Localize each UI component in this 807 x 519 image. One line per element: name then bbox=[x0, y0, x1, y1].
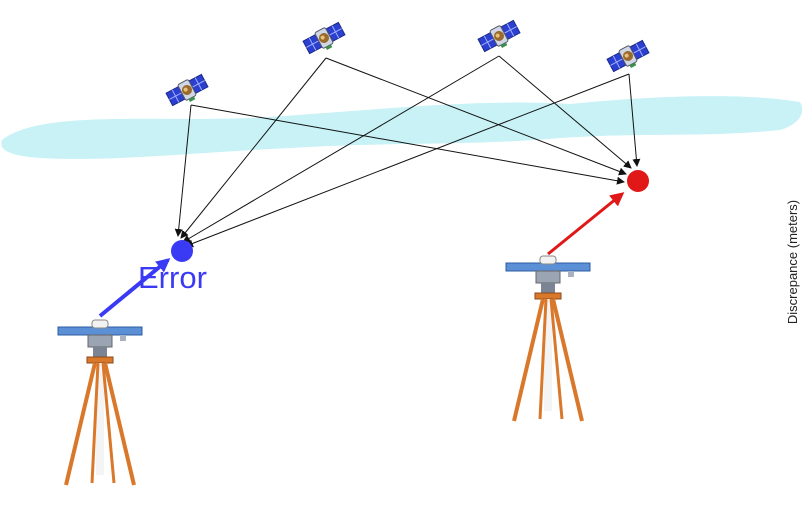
position-dot-icon bbox=[627, 170, 649, 192]
error-label: Error bbox=[138, 260, 207, 295]
ray-sat3-blue bbox=[182, 55, 500, 243]
ray-sat4-red bbox=[628, 73, 641, 167]
gps-receiver-tripod-icon bbox=[504, 254, 592, 423]
satellite-icon bbox=[476, 18, 523, 57]
error-arrow-blue bbox=[98, 258, 171, 318]
ray-sat1-blue bbox=[174, 104, 192, 237]
satellite-icon bbox=[164, 72, 211, 111]
signal-rays bbox=[174, 55, 641, 248]
ray-sat2-blue bbox=[180, 57, 327, 239]
ray-sat1-red bbox=[190, 104, 625, 185]
ray-sat3-red bbox=[498, 55, 632, 169]
ray-sat4-blue bbox=[185, 73, 630, 248]
gps-receiver-tripod-icon bbox=[56, 318, 144, 487]
satellite-icon bbox=[605, 38, 652, 77]
satellite-icon bbox=[301, 20, 348, 59]
error-arrow-red bbox=[547, 192, 625, 256]
position-dot-icon bbox=[171, 240, 193, 262]
side-axis-label: Discrepance (meters) bbox=[785, 200, 800, 324]
atmosphere-cloud bbox=[1, 96, 803, 159]
ray-sat2-red bbox=[325, 57, 627, 176]
